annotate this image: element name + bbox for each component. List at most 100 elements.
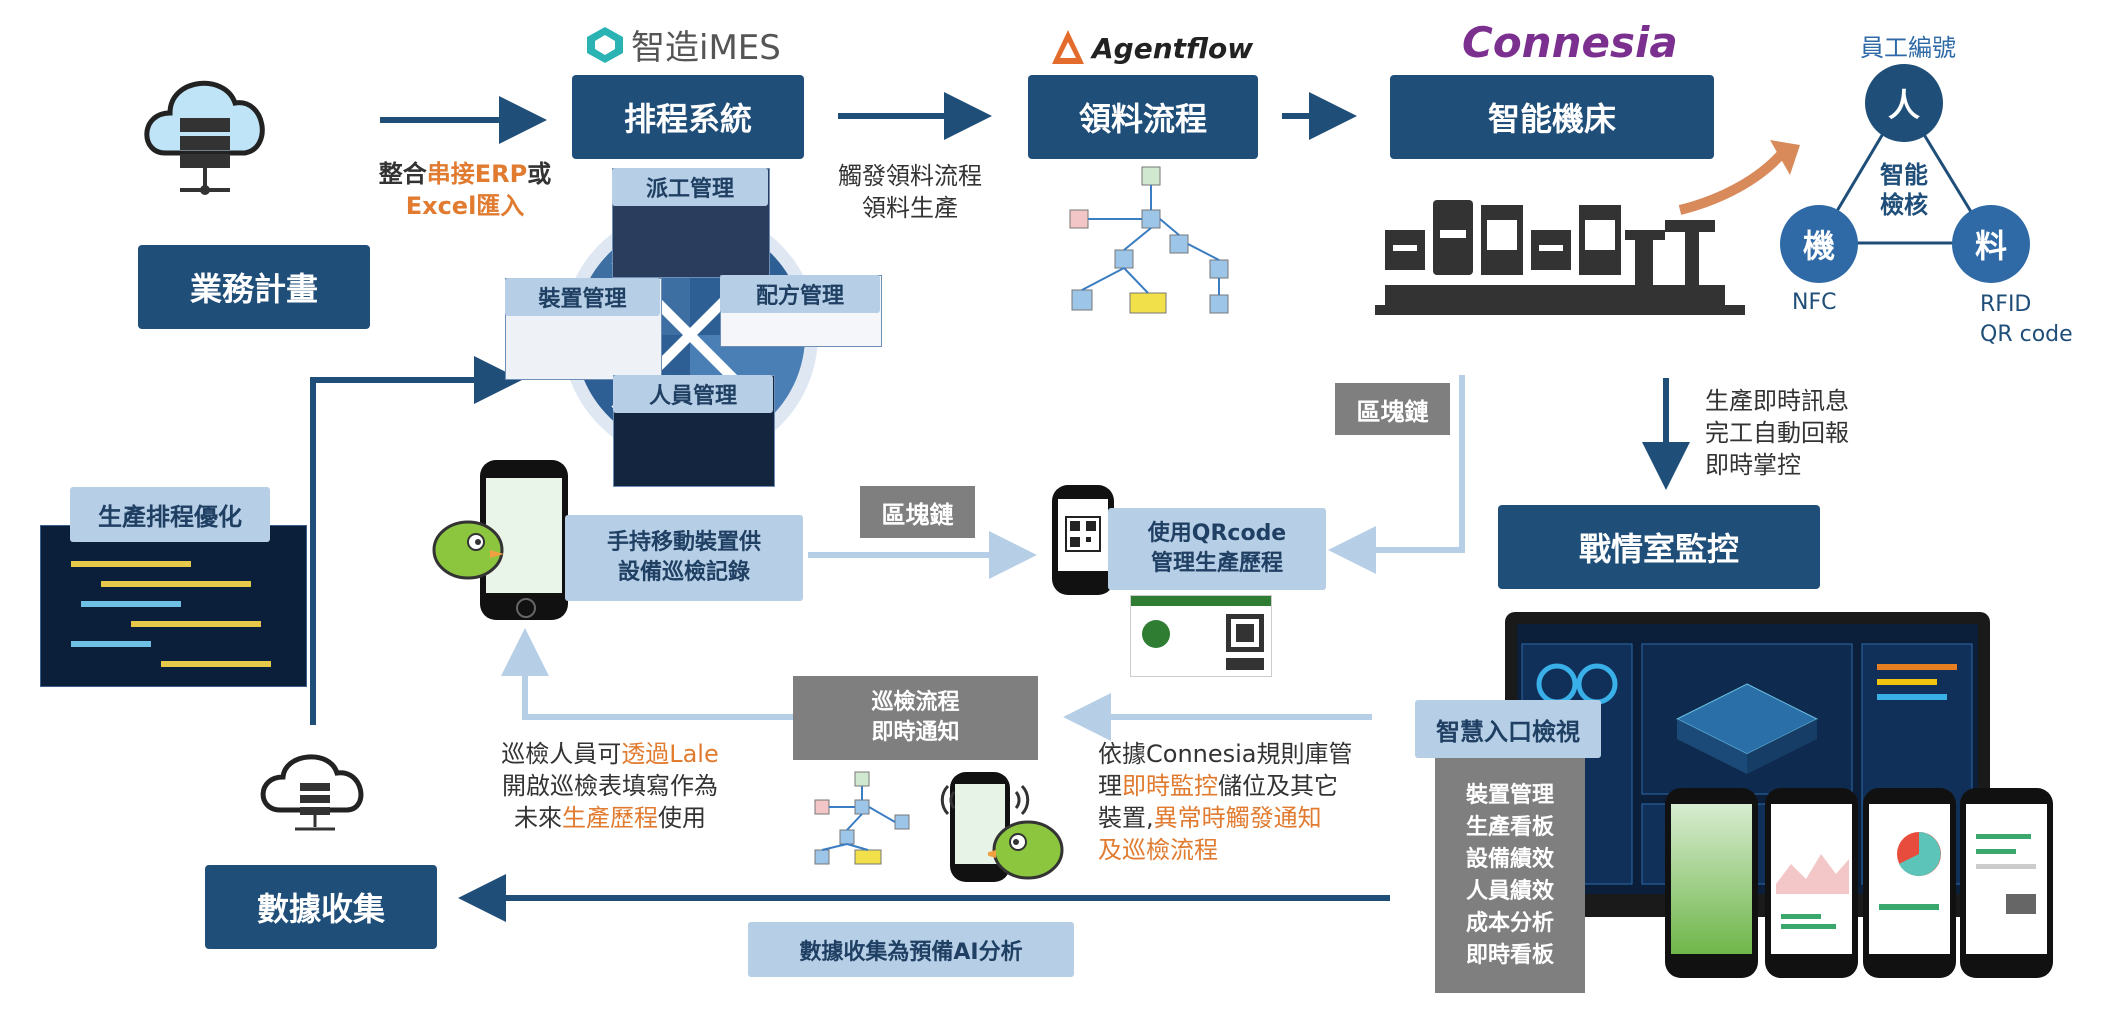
data-collect-box: 數據收集 [205, 865, 437, 949]
qr-manage-box: 使用QRcode 管理生產歷程 [1108, 508, 1326, 590]
patrol-text-1a: 巡檢人員可 [501, 740, 622, 768]
war-room-box: 戰情室監控 [1498, 505, 1820, 589]
imes-logo: 智造iMES [585, 20, 781, 69]
erp-text-2a: Excel [405, 192, 477, 220]
erp-text-1a: 整合 [378, 160, 427, 188]
entry-item: 設備績效 [1465, 846, 1554, 872]
curve-arrow [1678, 146, 1789, 215]
blockchain-label-center: 區塊鏈 [860, 486, 975, 538]
lale-bird-mascot-icon [428, 512, 508, 582]
entry-item: 人員績效 [1465, 878, 1554, 904]
app-phone-2-screen [1771, 804, 1852, 954]
trigger-text-1: 觸發領料流程 [838, 162, 982, 190]
agentflow-flow-diagram [1060, 165, 1235, 325]
traceability-label-image [1130, 595, 1272, 677]
wheel-personnel-label: 人員管理 [613, 375, 773, 413]
qr-manage-line-1: 使用QRcode [1147, 521, 1287, 546]
patrol-text-3c: 使用 [658, 804, 706, 832]
triangle-center-1: 智能 [1880, 161, 1928, 189]
entry-item: 即時看板 [1465, 942, 1554, 968]
patrol-notify-box: 巡檢流程 即時通知 [793, 676, 1038, 760]
lale-bird-mascot-2-icon [982, 812, 1070, 882]
triangle-title: 員工編號 [1860, 34, 1956, 62]
notify-flow-diagram [810, 770, 920, 870]
trigger-text-2: 領料生產 [862, 194, 958, 222]
wifi-signal-left-icon [918, 780, 958, 820]
realtime-text-2: 完工自動回報 [1705, 419, 1849, 447]
rule-text-4: 及巡檢流程 [1098, 836, 1218, 864]
patrol-personnel-text: 巡檢人員可透過Lale 開啟巡檢表填寫作為 未來生產歷程使用 [470, 738, 750, 834]
agentflow-logo-text: Agentflow [1092, 31, 1254, 65]
patrol-text-1b: 透過Lale [621, 740, 719, 768]
trigger-text: 觸發領料流程 領料生產 [820, 160, 1000, 224]
cloud-server-icon [135, 58, 275, 203]
patrol-text-3b: 生產歷程 [562, 804, 658, 832]
rfid-label: RFID QR code [1980, 290, 2073, 350]
qr-phone-screen [1058, 499, 1108, 571]
entry-item: 生產看板 [1465, 814, 1554, 840]
qr-manage-line-2: 管理生產歷程 [1150, 551, 1283, 576]
realtime-text-1: 生產即時訊息 [1705, 387, 1849, 415]
patrol-text-3a: 未來 [514, 804, 562, 832]
realtime-text: 生產即時訊息 完工自動回報 即時掌控 [1705, 385, 1875, 481]
entry-list-box: 裝置管理 生產看板 設備績效 人員績效 成本分析 即時看板 [1435, 758, 1585, 993]
business-plan-box: 業務計畫 [138, 245, 370, 329]
production-optimization-label: 生產排程優化 [70, 487, 270, 542]
mobile-patrol-line-2: 設備巡檢記錄 [617, 560, 750, 585]
erp-text-1b: 串接ERP [426, 160, 528, 188]
schedule-optimization-screenshot [40, 525, 307, 687]
rfid-label-2: QR code [1980, 322, 2073, 347]
app-phone-4 [1960, 788, 2053, 978]
rule-text-2a: 理 [1098, 772, 1122, 800]
rule-text-3b: 異常時觸發通知 [1153, 804, 1322, 832]
rule-text-3a: 裝置, [1098, 804, 1154, 832]
erp-text-2b: 匯入 [476, 192, 525, 220]
agentflow-logo-icon [1052, 30, 1084, 64]
ai-analysis-note: 數據收集為預備AI分析 [748, 922, 1074, 977]
imes-logo-text: 智造iMES [631, 28, 781, 68]
node-material: 料 [1952, 205, 2030, 283]
smart-entry-label: 智慧入口檢視 [1415, 700, 1601, 758]
smart-machine-box: 智能機床 [1390, 75, 1714, 159]
qr-phone [1052, 485, 1114, 595]
agentflow-logo: Agentflow [1050, 28, 1253, 68]
blockchain-label-right: 區塊鏈 [1335, 383, 1450, 435]
node-person: 人 [1865, 64, 1943, 142]
wheel-dispatch-label: 派工管理 [612, 168, 768, 206]
app-phone-2 [1765, 788, 1858, 978]
app-phone-3 [1863, 788, 1956, 978]
rule-text: 依據Connesia規則庫管 理即時監控儲位及其它 裝置,異常時觸發通知 及巡檢… [1098, 738, 1373, 866]
curve-arrowhead [1770, 140, 1800, 175]
rfid-label-1: RFID [1980, 292, 2032, 317]
arrow-collect-to-schedule [310, 356, 522, 725]
imes-logo-icon [587, 26, 623, 63]
factory-machines-icon [1375, 190, 1745, 325]
arrow-blockchain-to-qr [1328, 375, 1465, 574]
mobile-patrol-box: 手持移動裝置供 設備巡檢記錄 [565, 515, 803, 601]
wheel-recipe-label: 配方管理 [720, 275, 880, 313]
app-phone-4-screen [1966, 804, 2047, 954]
qr-code-icon [1065, 516, 1101, 552]
wifi-signal-right-icon [1012, 780, 1052, 820]
wheel-device-label: 裝置管理 [505, 278, 660, 316]
entry-item: 成本分析 [1465, 910, 1554, 936]
rule-text-2c: 儲位及其它 [1218, 772, 1338, 800]
entry-item: 裝置管理 [1465, 782, 1554, 808]
erp-text-1c: 或 [527, 160, 552, 188]
connesia-logo: Connesia [1462, 18, 1678, 67]
patrol-text-2: 開啟巡檢表填寫作為 [502, 772, 718, 800]
triangle-center-2: 檢核 [1880, 191, 1928, 219]
app-phone-1 [1665, 788, 1758, 978]
app-phone-3-screen [1869, 804, 1950, 954]
mobile-patrol-line-1: 手持移動裝置供 [606, 530, 761, 555]
patrol-notify-line-2: 即時通知 [871, 720, 960, 745]
patrol-notify-line-1: 巡檢流程 [871, 690, 960, 715]
arrow-notify-to-mobile [501, 628, 795, 720]
cloud-data-icon [255, 745, 375, 835]
app-phone-1-screen [1671, 804, 1752, 954]
erp-text: 整合串接ERP或 Excel匯入 [370, 158, 560, 222]
node-machine: 機 [1780, 205, 1858, 283]
schedule-system-box: 排程系統 [572, 75, 804, 159]
rule-text-1: 依據Connesia規則庫管 [1098, 740, 1353, 768]
realtime-text-3: 即時掌控 [1705, 451, 1801, 479]
